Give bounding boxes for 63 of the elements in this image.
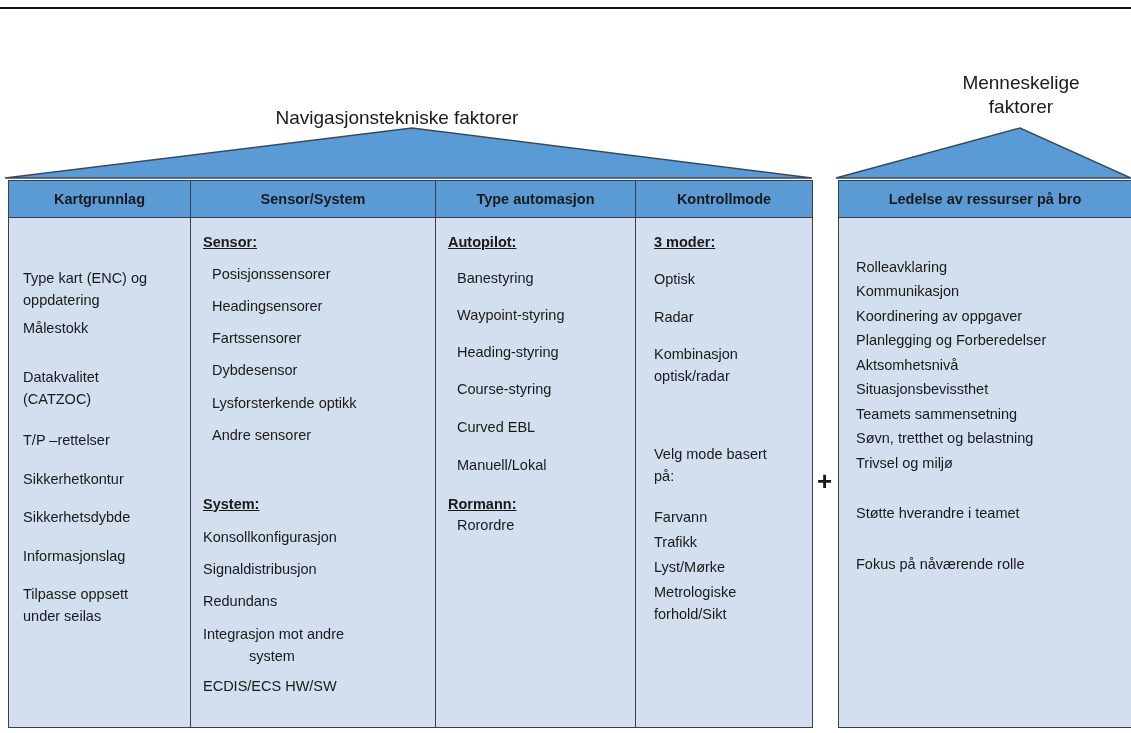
section-heading: Sensor: [203, 232, 257, 252]
list-item: Waypoint-styring [457, 305, 565, 325]
column-header: Kontrollmode [636, 181, 812, 218]
list-item: Andre sensorer [212, 425, 312, 445]
section-heading: Rormann: [448, 494, 517, 514]
list-item: Trafikk [654, 532, 697, 552]
table-column [8, 180, 191, 728]
list-item: Teamets sammensetning [856, 404, 1018, 424]
list-item: Konsollkonfigurasjon [203, 527, 337, 547]
list-item: Støtte hverandre i teamet [856, 503, 1020, 523]
section-heading: 3 moder: [654, 232, 716, 252]
list-item: Signaldistribusjon [203, 559, 317, 579]
list-item: Situasjonsbevissthet [856, 380, 989, 399]
list-item: Curved EBL [457, 417, 536, 437]
section-heading: Autopilot: [448, 232, 517, 252]
list-item: Manuell/Lokal [457, 455, 547, 475]
section-title: Navigasjonstekniske faktorer [274, 106, 520, 130]
list-item: Headingsensorer [212, 296, 323, 316]
list-item: Aktsomhetsnivå [856, 355, 959, 375]
table-column [435, 180, 636, 728]
table-column [838, 180, 1131, 728]
section-title: Menneskelige faktorer [961, 71, 1081, 119]
list-item: Fartssensorer [212, 328, 302, 348]
list-item: Integrasjon mot andre system [203, 624, 346, 666]
list-item: Radar [654, 307, 694, 327]
list-item: Informasjonslag [23, 546, 126, 566]
list-item: Lyst/Mørke [654, 557, 726, 577]
list-item: Rolleavklaring [856, 257, 948, 277]
plus-sign: + [817, 467, 833, 495]
column-header: Type automasjon [436, 181, 635, 218]
table-column [635, 180, 813, 728]
table-column [190, 180, 436, 728]
list-item: Målestokk [23, 318, 89, 338]
list-item: Metrologiske forhold/Sikt [654, 582, 738, 624]
column-header: Sensor/System [191, 181, 435, 218]
list-item: Kommunikasjon [856, 282, 960, 301]
column-header: Kartgrunnlag [9, 181, 190, 218]
list-item: Sikkerhetsdybde [23, 507, 131, 527]
list-item: Velg mode basert på: [654, 444, 768, 486]
list-item: Optisk [654, 269, 696, 289]
list-item: Lysforsterkende optikk [212, 393, 357, 413]
list-item: Kombinasjon optisk/radar [654, 344, 739, 386]
list-item: Banestyring [457, 268, 534, 288]
list-item: Koordinering av oppgaver [856, 306, 1023, 326]
list-item: Dybdesensor [212, 360, 298, 380]
list-item: Fokus på nåværende rolle [856, 554, 1025, 574]
list-item: Planlegging og Forberedelser [856, 331, 1047, 350]
list-item: Trivsel og miljø [856, 453, 953, 473]
list-item: Redundans [203, 591, 278, 611]
list-item: Type kart (ENC) og oppdatering [23, 268, 149, 310]
list-item: Posisjonssensorer [212, 264, 331, 284]
list-item: Søvn, tretthet og belastning [856, 429, 1034, 448]
list-item: Farvann [654, 507, 708, 527]
list-item: ECDIS/ECS HW/SW [203, 676, 337, 696]
list-item: Rorordre [457, 515, 515, 535]
list-item: Heading-styring [457, 342, 559, 362]
column-header: Ledelse av ressurser på bro [839, 181, 1131, 218]
list-item: Tilpasse oppsett under seilas [23, 584, 130, 626]
section-heading: System: [203, 494, 260, 514]
list-item: Sikkerhetkontur [23, 469, 124, 489]
list-item: Datakvalitet (CATZOC) [23, 367, 100, 409]
list-item: T/P –rettelser [23, 430, 110, 450]
list-item: Course-styring [457, 379, 552, 399]
